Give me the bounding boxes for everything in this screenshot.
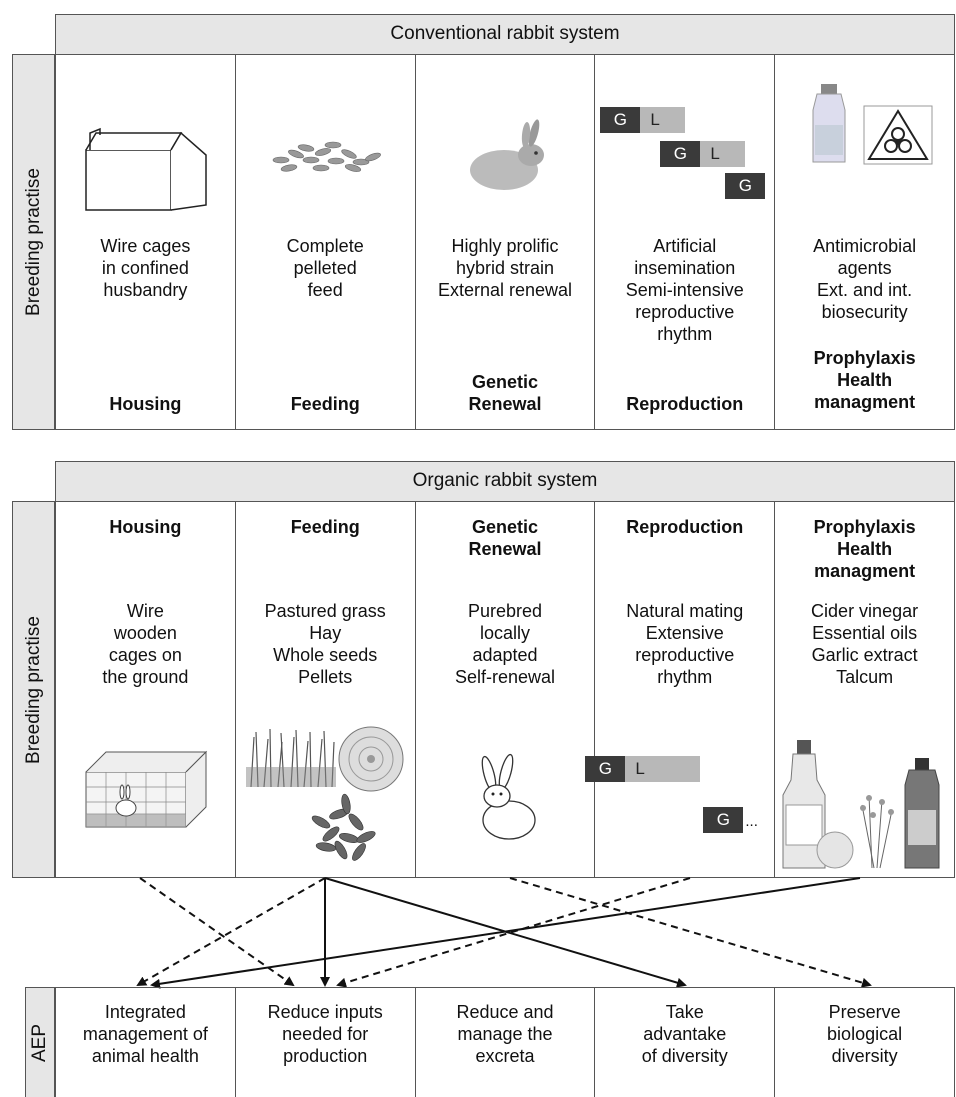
aep-take-diversity: Take advantake of diversity <box>594 988 774 1097</box>
organic-cell-housing: Housing Wire wooden cages on the ground <box>56 502 235 877</box>
cell-description: Antimicrobial agents Ext. and int. biose… <box>813 236 917 322</box>
cell-title: Housing <box>109 517 182 537</box>
rhythm-block-2: G ... <box>703 807 773 833</box>
conventional-cell-reproduction: G L G L G Artificial insemination Semi-i… <box>594 55 774 429</box>
cell-description: Wire cages in confined husbandry <box>100 236 191 300</box>
ground-cage-icon <box>85 750 208 828</box>
rabbit-drawing-icon <box>481 753 536 840</box>
aep-side-label: AEP <box>25 987 55 1097</box>
aep-reduce-inputs: Reduce inputs needed for production <box>234 988 415 1097</box>
cell-description: Highly prolific hybrid strain External r… <box>437 236 573 300</box>
link-prophylaxis-to-integrated-health <box>150 877 861 989</box>
gestation-block: G <box>725 173 766 199</box>
cell-description: Natural mating Extensive reproductive rh… <box>626 601 744 687</box>
cell-title: Prophylaxis Health managment <box>813 348 916 412</box>
organic-row: Housing Wire wooden cages on the ground … <box>55 501 955 878</box>
hay-bale-icon <box>338 726 404 792</box>
conventional-cell-genetic-renewal: Highly prolific hybrid strain External r… <box>414 55 595 429</box>
gestation-block: G <box>600 107 641 133</box>
cell-description: Purebred locally adapted Self-renewal <box>454 601 556 687</box>
pellets-icon <box>272 141 381 172</box>
antimicrobial-bottle-icon <box>812 84 846 163</box>
conventional-cell-housing: Wire cages in confined husbandry Housing <box>56 55 235 429</box>
cell-title: Housing <box>109 394 182 414</box>
rhythm-block-1: G L <box>600 107 686 133</box>
aep-reduce-excreta: Reduce and manage the excreta <box>414 988 595 1097</box>
cell-title: Feeding <box>290 517 360 537</box>
side-label-text: AEP <box>29 1023 50 1062</box>
remedies-bottles-icon <box>782 740 940 869</box>
cell-description: Complete pelleted feed <box>286 236 364 300</box>
lactation-block: L <box>700 141 746 167</box>
cell-title: Genetic Renewal <box>468 517 542 559</box>
rhythm-block-1: G L <box>585 756 701 782</box>
aep-preserve-diversity: Preserve biological diversity <box>774 988 954 1097</box>
link-feeding-to-integrated-health <box>136 877 326 986</box>
aep-integrated-health: Integrated management of animal health <box>82 1002 208 1066</box>
cell-title: Reproduction <box>626 517 744 537</box>
cell-description: Wire wooden cages on the ground <box>102 601 189 687</box>
conventional-cell-prophylaxis: Antimicrobial agents Ext. and int. biose… <box>774 55 954 429</box>
organic-cell-feeding: Feeding Pastured grass Hay Whole seeds P… <box>234 502 415 877</box>
rhythm-ellipsis: ... <box>745 813 758 830</box>
biohazard-icon <box>863 105 933 165</box>
gestation-block: G <box>585 756 626 782</box>
organic-cell-prophylaxis: Prophylaxis Health managment Cider vineg… <box>774 502 954 877</box>
organic-side-label: Breeding practise <box>12 501 55 878</box>
conventional-cell-feeding: Complete pelleted feed Feeding <box>234 55 415 429</box>
rabbit-photo-icon <box>469 119 544 190</box>
lactation-block: L <box>640 107 686 133</box>
grass-icon <box>245 728 336 787</box>
link-reproduction-to-reduce-inputs <box>336 877 691 988</box>
organic-cell-reproduction: Reproduction Natural mating Extensive re… <box>585 502 774 877</box>
aep-row: Integrated management of animal health R… <box>55 987 955 1097</box>
cell-title: Feeding <box>290 394 360 414</box>
cell-description: Pastured grass Hay Whole seeds Pellets <box>264 601 386 687</box>
cell-title: Genetic Renewal <box>468 372 542 414</box>
cell-description: Cider vinegar Essential oils Garlic extr… <box>811 601 919 687</box>
link-genetic-to-preserve-diversity <box>509 877 872 988</box>
gestation-block: G <box>703 807 744 833</box>
cage-box-icon <box>85 127 207 211</box>
link-housing-to-reduce-inputs <box>139 877 295 987</box>
gestation-block: G <box>660 141 701 167</box>
rhythm-block-3: G <box>725 173 766 199</box>
organic-cell-genetic-renewal: Genetic Renewal Purebred locally adapted… <box>414 502 595 877</box>
cell-title: Prophylaxis Health managment <box>813 517 916 581</box>
seeds-icon <box>311 793 376 861</box>
organic-header: Organic rabbit system <box>55 461 955 501</box>
cell-title: Reproduction <box>626 394 744 414</box>
lactation-block: L <box>625 756 701 782</box>
rhythm-block-2: G L <box>660 141 746 167</box>
conventional-row: Wire cages in confined husbandry Housing… <box>55 54 955 430</box>
cell-description: Artificial insemination Semi-intensive r… <box>625 236 744 344</box>
conventional-header: Conventional rabbit system <box>55 14 955 54</box>
conventional-side-label: Breeding practise <box>12 54 55 430</box>
